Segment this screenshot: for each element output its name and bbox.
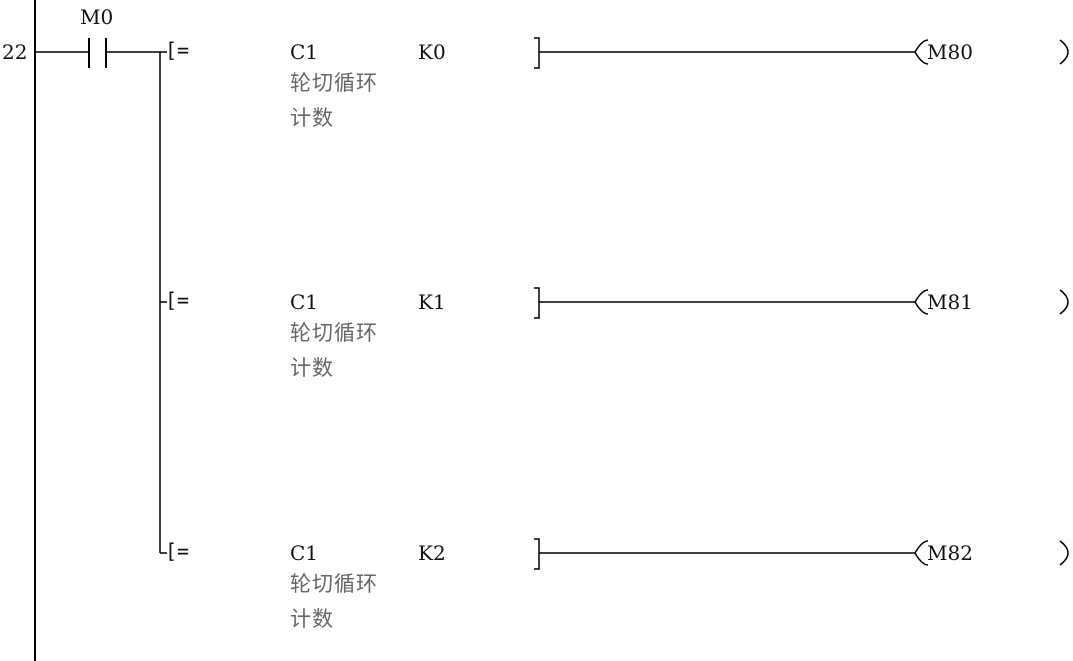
coil-close-1[interactable]	[1059, 39, 1069, 65]
device-comment-line-1: 轮切循环	[290, 321, 378, 345]
compare-close-bracket-3	[534, 538, 540, 570]
device-comment-line-2: 计数	[290, 607, 334, 631]
device-comment-line-1: 轮切循环	[290, 71, 378, 95]
coil-label[interactable]: M80	[927, 40, 973, 64]
compare-close-bracket-1	[534, 37, 540, 69]
compare-operator[interactable]: [=	[165, 539, 190, 563]
step-number: 22	[2, 40, 28, 64]
coil-label[interactable]: M81	[927, 290, 973, 314]
compare-operator[interactable]: [=	[165, 288, 190, 312]
compare-operand-2[interactable]: K0	[418, 40, 446, 64]
compare-operand-2[interactable]: K1	[418, 290, 446, 314]
coil-open-3[interactable]	[914, 540, 929, 566]
compare-operand-1[interactable]: C1	[290, 541, 319, 565]
coil-open-2[interactable]	[914, 289, 929, 315]
compare-close-bracket-2	[534, 287, 540, 319]
contact-label[interactable]: M0	[80, 5, 114, 29]
device-comment-line-2: 计数	[290, 356, 334, 380]
compare-operator[interactable]: [=	[165, 38, 190, 62]
device-comment-line-2: 计数	[290, 106, 334, 130]
coil-close-2[interactable]	[1059, 289, 1069, 315]
coil-label[interactable]: M82	[927, 541, 973, 565]
compare-operand-2[interactable]: K2	[418, 541, 446, 565]
device-comment-line-1: 轮切循环	[290, 572, 378, 596]
coil-close-3[interactable]	[1059, 540, 1069, 566]
compare-operand-1[interactable]: C1	[290, 40, 319, 64]
coil-open-1[interactable]	[914, 39, 929, 65]
compare-operand-1[interactable]: C1	[290, 290, 319, 314]
